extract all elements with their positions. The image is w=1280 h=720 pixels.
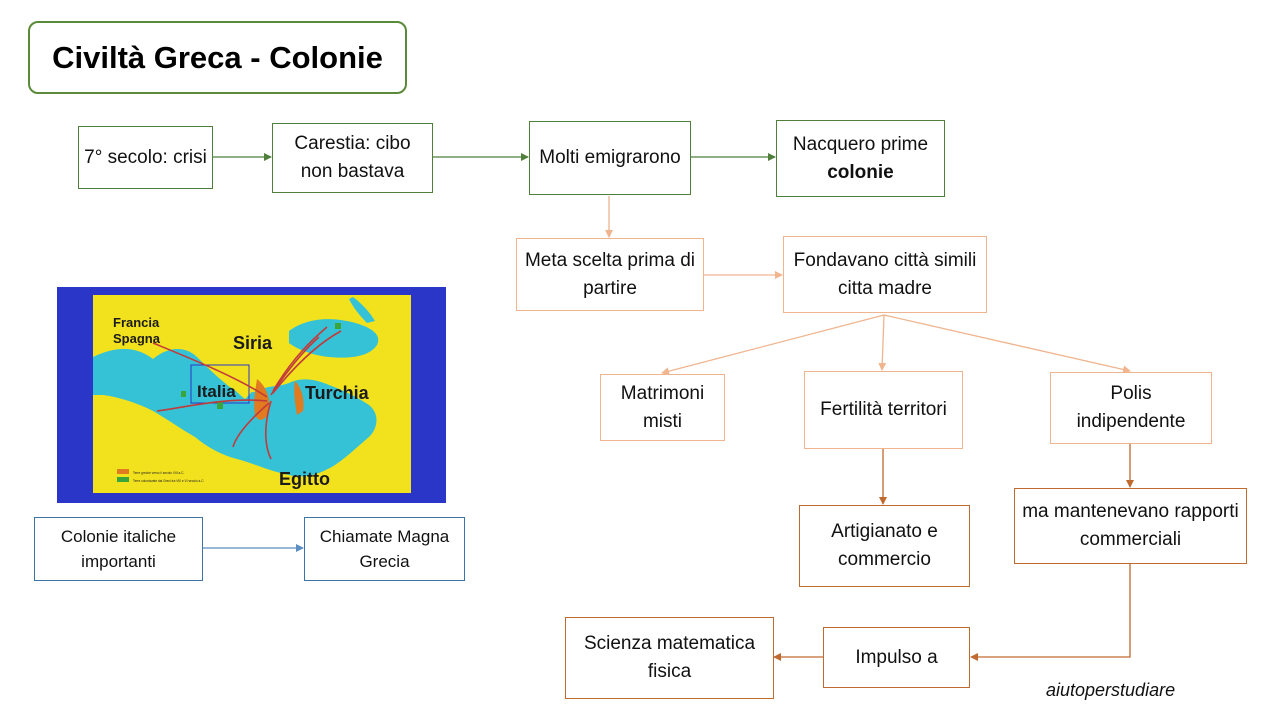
arrow-fondavano-matrimoni	[661, 314, 885, 376]
arrow-fondavano-fertilita	[878, 314, 887, 371]
map-black-sea	[289, 319, 379, 358]
map-legend-2: Terre colonizzate dai Greci tra VIII e V…	[133, 479, 205, 483]
node-impulso: Impulso a	[823, 627, 970, 688]
map-label-siria: Siria	[233, 333, 273, 353]
map-label-turchia: Turchia	[305, 383, 370, 403]
arrow-rapporti-impulso	[970, 564, 1131, 661]
node-colonie-italiche: Colonie italiche importanti	[34, 517, 203, 581]
map-italy	[193, 327, 251, 399]
node-magna-grecia: Chiamate Magna Grecia	[304, 517, 465, 581]
node-scienza: Scienza matematica fisica	[565, 617, 774, 699]
node-fondavano: Fondavano città simili citta madre	[783, 236, 987, 313]
node-polis: Polis indipendente	[1050, 372, 1212, 444]
map-label-spagna: Spagna	[113, 331, 161, 346]
map-migration-arrows	[152, 326, 342, 460]
mediterranean-map: Francia Spagna Siria Italia Turchia Egit…	[57, 287, 446, 503]
map-label-francia: Francia	[113, 315, 160, 330]
node-fertilita: Fertilità territori	[804, 371, 963, 449]
node-meta-scelta: Meta scelta prima di partire	[516, 238, 704, 311]
node-emigrarono: Molti emigrarono	[529, 121, 691, 195]
node-carestia: Carestia: cibo non bastava	[272, 123, 433, 193]
node-crisi: 7° secolo: crisi	[78, 126, 213, 189]
arrow-fondavano-polis	[883, 314, 1131, 374]
page-title: Civiltà Greca - Colonie	[28, 21, 407, 94]
map-sea	[93, 348, 377, 477]
node-nacquero-colonie: Nacquero prime colonie	[776, 120, 945, 197]
map-label-egitto: Egitto	[279, 469, 330, 489]
node-matrimoni: Matrimoni misti	[600, 374, 725, 441]
node-artigianato: Artigianato e commercio	[799, 505, 970, 587]
credit-watermark: aiutoperstudiare	[1046, 680, 1176, 700]
map-greece	[254, 379, 270, 420]
map-legend-1: Terre greche verso il secolo VIII a.C.	[133, 471, 184, 475]
map-label-italia: Italia	[197, 382, 236, 401]
node-rapporti: ma mantenevano rapporti commerciali	[1014, 488, 1247, 564]
